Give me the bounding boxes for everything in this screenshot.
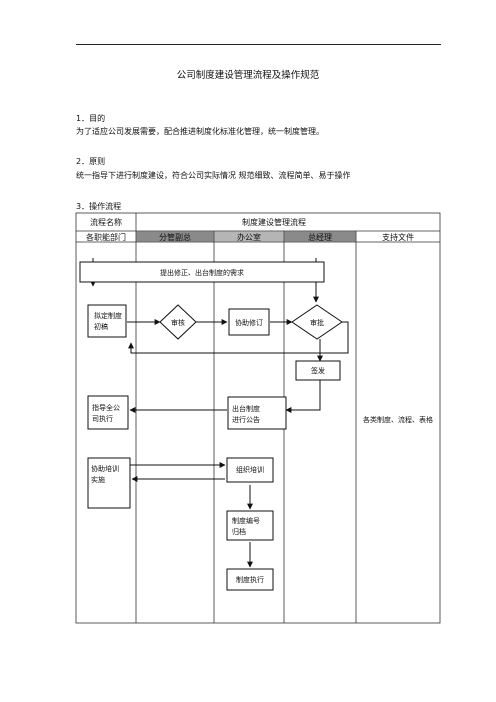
top-rule bbox=[76, 44, 441, 45]
label-archive-2: 归档 bbox=[232, 527, 246, 536]
label-archive-1: 制度编号 bbox=[232, 516, 260, 525]
label-assist-revise: 协助修订 bbox=[235, 318, 263, 327]
column-header-shade-2 bbox=[214, 231, 284, 242]
column-header-shade-1 bbox=[136, 231, 214, 242]
section-1-body: 为了适应公司发展需要，配合推进制度化标准化管理，统一制度管理。 bbox=[76, 127, 324, 136]
label-sign: 签发 bbox=[311, 366, 325, 375]
node-approve-diamond bbox=[291, 304, 343, 340]
section-2-body: 统一指导下进行制度建设，符合公司实际情况 规范细致、流程简单、易于操作 bbox=[76, 171, 351, 180]
label-draft-1: 拟定制度 bbox=[94, 311, 122, 320]
node-sign-box bbox=[295, 360, 341, 381]
document-title: 公司制度建设管理流程及操作规范 bbox=[176, 70, 320, 81]
arrow-approve-loopback bbox=[128, 321, 349, 354]
node-announce-box bbox=[227, 396, 287, 430]
table-grid bbox=[75, 212, 441, 624]
label-review: 审核 bbox=[171, 318, 185, 327]
label-announce-1: 出台制度 bbox=[232, 404, 260, 413]
label-announce-2: 进行公告 bbox=[232, 415, 260, 424]
arrow-sign-to-announce bbox=[285, 380, 321, 413]
label-approve: 审批 bbox=[310, 318, 324, 327]
node-review-diamond bbox=[159, 304, 197, 340]
label-guide-1: 指导全公 bbox=[92, 403, 120, 412]
column-header-departments: 各职能部门 bbox=[86, 232, 126, 242]
label-guide-2: 司执行 bbox=[92, 414, 113, 423]
node-execute-box bbox=[226, 568, 274, 591]
node-request-box bbox=[79, 261, 325, 283]
section-2-heading: 2．原则 bbox=[76, 157, 106, 166]
column-header-gm: 总经理 bbox=[308, 232, 332, 242]
header-label: 流程名称 bbox=[90, 217, 122, 227]
column-header-support: 支持文件 bbox=[382, 232, 414, 242]
section-1-heading: 1．目的 bbox=[76, 114, 106, 123]
label-train-assist-1: 协助培训 bbox=[91, 464, 119, 473]
label-draft-2: 初稿 bbox=[94, 322, 108, 331]
node-draft-box bbox=[87, 304, 127, 338]
node-archive-box bbox=[226, 510, 274, 541]
label-organize-train: 组织培训 bbox=[236, 465, 264, 474]
label-support-docs: 各类制度、流程、表格 bbox=[363, 415, 433, 424]
section-3-heading: 3．操作流程 bbox=[76, 202, 122, 211]
column-header-shade-3 bbox=[284, 231, 356, 242]
label-train-assist-2: 实施 bbox=[91, 475, 105, 484]
column-header-vp: 分管副总 bbox=[159, 232, 191, 242]
label-execute: 制度执行 bbox=[236, 575, 264, 584]
node-organize-train-box bbox=[226, 457, 274, 483]
column-header-office: 办公室 bbox=[237, 232, 261, 242]
header-value: 制度建设管理流程 bbox=[242, 217, 306, 227]
node-train-assist-box bbox=[87, 457, 131, 509]
node-guide-box bbox=[87, 395, 129, 430]
label-request: 提出修正、出台制度的需求 bbox=[160, 268, 244, 277]
node-assist-revise-box bbox=[228, 308, 270, 336]
